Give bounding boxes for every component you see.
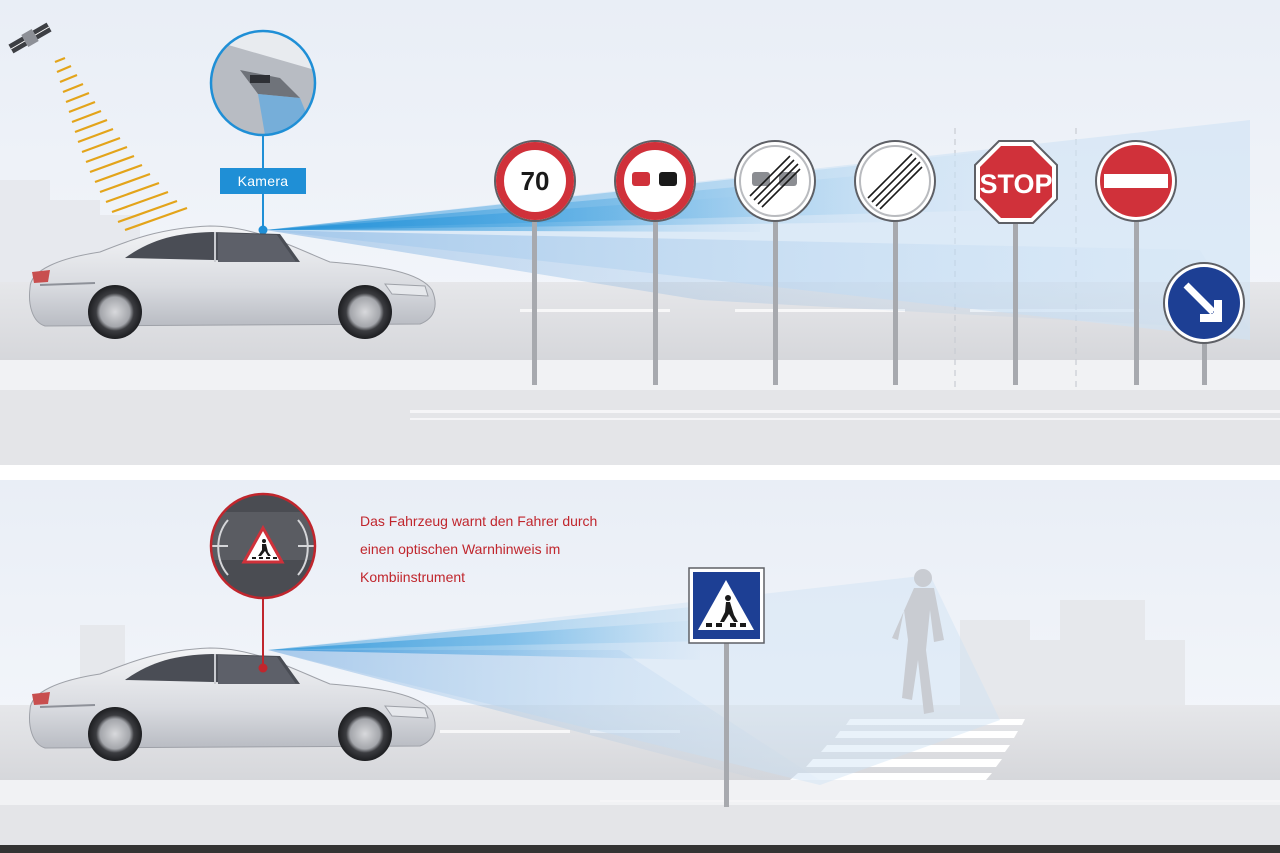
- pedestrian-figure: [892, 569, 944, 714]
- stop-sign: STOP: [974, 140, 1058, 224]
- warning-text-line-1: Das Fahrzeug warnt den Fahrer durch: [360, 513, 598, 529]
- end-no-overtaking-sign: [734, 140, 816, 222]
- instrument-cluster-warning: [209, 492, 317, 673]
- end-of-restrictions-sign: [854, 140, 936, 222]
- zebra-crossing: [790, 719, 1025, 780]
- bottom-panel: [0, 480, 1280, 845]
- camera-beam-bottom: [268, 575, 1000, 785]
- warning-description: Das Fahrzeug warnt den Fahrer durch eine…: [360, 507, 690, 591]
- camera-detail: [209, 29, 317, 235]
- no-entry-sign: [1095, 140, 1177, 222]
- satellite-signal: [54, 56, 188, 232]
- sign-posts: [532, 215, 1207, 385]
- pedestrian-crossing-sign: [688, 567, 765, 807]
- bottom-bar: [0, 845, 1280, 853]
- camera-label: Kamera: [220, 168, 306, 194]
- warning-text-line-2: einen optischen Warnhinweis im: [360, 541, 561, 557]
- satellite-icon: [8, 22, 52, 54]
- car: [29, 225, 436, 339]
- top-panel: 70: [0, 0, 1280, 465]
- warning-text-line-3: Kombiinstrument: [360, 569, 466, 585]
- speed-limit-sign: 70: [494, 140, 576, 222]
- speed-limit-value: 70: [521, 166, 550, 196]
- stop-sign-text: STOP: [979, 169, 1052, 199]
- car-bottom: [29, 647, 436, 761]
- keep-right-sign: [1163, 262, 1245, 344]
- no-overtaking-sign: [614, 140, 696, 222]
